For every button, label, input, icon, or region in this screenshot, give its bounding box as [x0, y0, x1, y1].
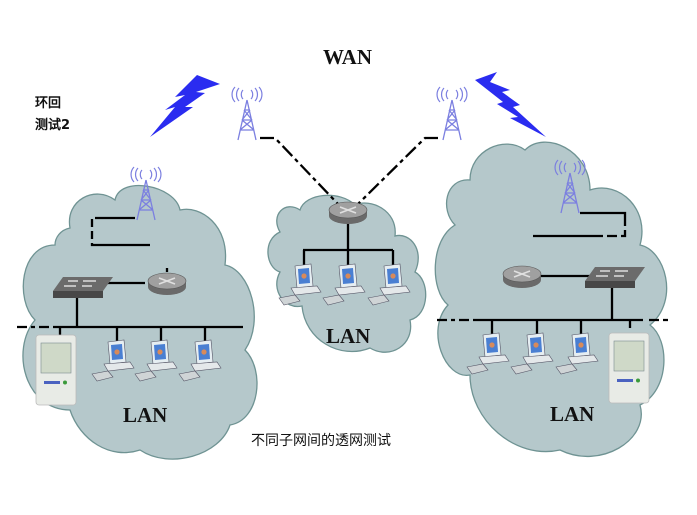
left-lan-label: LAN: [123, 403, 168, 427]
left-lan-cloud: [22, 184, 258, 460]
center-router: [328, 201, 368, 225]
right-network-tester: [608, 332, 650, 404]
right-router: [502, 265, 542, 289]
center-lan-label: LAN: [326, 324, 371, 348]
wan-label: WAN: [323, 45, 373, 69]
left-tower-link: [90, 216, 169, 275]
wan-link-right: [357, 136, 438, 205]
wan-link-left: [260, 136, 339, 205]
right-lightning-bolt: [475, 72, 546, 137]
right-tower-link: [520, 211, 627, 264]
loopback-label-line1: 环回: [35, 96, 62, 111]
left-lightning-bolt: [150, 75, 220, 137]
left-network-tester: [35, 334, 77, 406]
left-router: [147, 272, 187, 296]
wan-tower-right: [436, 86, 468, 141]
loopback-label-line2: 测试2: [35, 118, 71, 133]
wan-tower-left: [231, 86, 263, 141]
caption: 不同子网间的透网测试: [251, 433, 391, 449]
right-lan-label: LAN: [550, 402, 595, 426]
